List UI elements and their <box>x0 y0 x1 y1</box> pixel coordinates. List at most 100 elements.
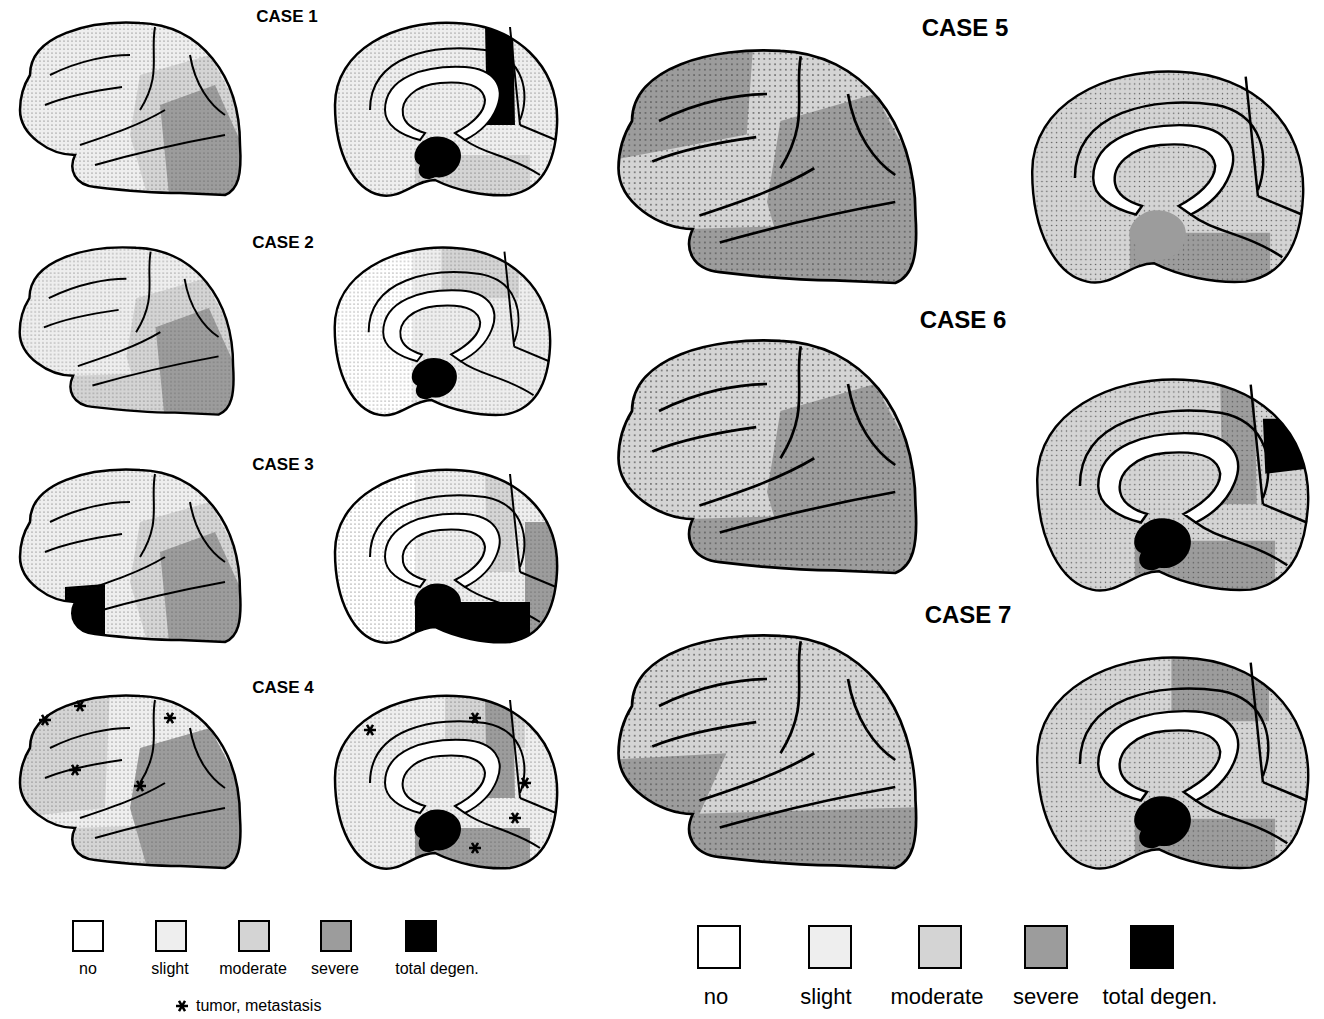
brain-drawing-part <box>619 50 917 283</box>
brain-drawing-part <box>335 688 557 878</box>
brain-drawing-part <box>20 23 240 195</box>
brain-drawing-part <box>10 688 242 878</box>
brain-drawing-part <box>469 713 481 723</box>
legend-text: severe <box>311 960 359 978</box>
brain-drawing-part <box>1134 796 1191 848</box>
brain-drawing-part <box>335 696 557 869</box>
brain-drawing-part <box>415 137 461 179</box>
brain-drawing-part <box>385 67 500 140</box>
brain-drawing-part <box>1075 77 1302 258</box>
brain-drawing-part <box>1134 518 1191 570</box>
brain-drawing-part <box>619 340 917 573</box>
brain-drawing-part <box>65 584 105 652</box>
case-label: CASE 2 <box>252 234 313 253</box>
brain-drawing-part <box>20 247 234 414</box>
brain-drawing-part <box>1032 72 1303 283</box>
brain-drawing-part <box>385 514 500 587</box>
brain-drawing-part <box>20 696 240 868</box>
brain-drawing-part <box>1129 210 1186 262</box>
medial-view <box>325 462 565 652</box>
brain-drawing-part <box>335 470 557 643</box>
brain-drawing-part <box>1098 711 1238 800</box>
brain-drawing-part <box>20 696 240 868</box>
brain-drawing-part <box>370 27 556 175</box>
brain-drawing-part <box>164 713 176 723</box>
brain-drawing-part <box>335 696 557 869</box>
brain-drawing-part <box>1037 380 1318 602</box>
tumor-symbol <box>176 1001 188 1011</box>
legend-text: tumor, metastasis <box>196 997 321 1015</box>
brain-drawing-part <box>45 474 225 612</box>
brain-drawing-part <box>619 340 919 586</box>
medial-view <box>335 688 557 878</box>
lateral-view <box>605 635 918 881</box>
legend-swatch <box>1024 925 1068 969</box>
case-label: CASE 1 <box>256 8 317 27</box>
brain-drawing-part <box>134 781 146 791</box>
brain-drawing-part <box>325 240 550 424</box>
case-label: CASE 5 <box>922 15 1009 41</box>
legend-swatch <box>72 920 104 952</box>
case-label: CASE 3 <box>252 456 313 475</box>
legend-text: moderate <box>891 985 984 1009</box>
lateral-view <box>605 40 918 297</box>
brain-drawing-part <box>1032 72 1303 283</box>
brain-drawing-part <box>74 701 86 711</box>
medial-view <box>1032 72 1303 294</box>
brain-drawing-part <box>335 23 557 196</box>
brain-drawing-part <box>1080 663 1307 844</box>
legend-text: slight <box>151 960 188 978</box>
brain-drawing-part <box>20 23 240 195</box>
medial-view <box>335 23 557 205</box>
brain-drawing-part <box>69 765 81 775</box>
brain-drawing-part <box>325 462 565 652</box>
brain-drawing-part <box>519 778 531 788</box>
brain-drawing-part <box>1037 658 1308 869</box>
brain-drawing-part <box>619 340 917 573</box>
legend-text: moderate <box>219 960 287 978</box>
brain-drawing-part <box>1098 433 1238 522</box>
legend-text: no <box>704 985 728 1009</box>
brain-drawing-part <box>652 56 895 242</box>
brain-drawing-part <box>1263 419 1318 474</box>
brain-drawing-part <box>1037 380 1308 591</box>
brain-drawing-part <box>619 635 917 868</box>
brain-drawing-part <box>20 23 240 195</box>
brain-drawing-part <box>1037 658 1308 869</box>
brain-drawing-part <box>20 23 242 205</box>
brain-drawing-part <box>39 715 51 725</box>
brain-drawing-part <box>1037 648 1308 880</box>
brain-drawing-part <box>509 813 521 823</box>
medial-view <box>1037 380 1318 602</box>
brain-drawing-part <box>619 635 917 868</box>
medial-view <box>1037 648 1308 880</box>
legend-text: total degen. <box>395 960 479 978</box>
brain-drawing-part <box>605 40 918 297</box>
brain-drawing-part <box>412 358 457 399</box>
legend-swatch <box>808 925 852 969</box>
brain-drawing-part <box>385 740 500 813</box>
brain-drawing-part <box>415 810 461 852</box>
brain-drawing-part <box>415 584 461 626</box>
brain-drawing-part <box>45 27 225 165</box>
lateral-view <box>619 340 919 586</box>
legend-text: severe <box>1013 985 1079 1009</box>
legend-swatch <box>918 925 962 969</box>
case-label: CASE 4 <box>252 679 313 698</box>
brain-drawing-part <box>364 725 376 735</box>
case-label: CASE 6 <box>920 307 1007 333</box>
legend-swatch <box>405 920 437 952</box>
case-label: CASE 7 <box>925 602 1012 628</box>
brain-drawing-part <box>469 843 481 853</box>
brain-drawing-part <box>335 248 550 416</box>
brain-drawing-part <box>619 50 917 283</box>
brain-drawing-part <box>20 247 234 414</box>
brain-drawing-part <box>335 23 557 205</box>
legend-swatch <box>155 920 187 952</box>
brain-drawing-part <box>1037 658 1308 869</box>
brain-drawing-part <box>20 696 240 868</box>
brain-drawing-part <box>370 700 556 848</box>
brain-drawing-part <box>1093 125 1233 214</box>
brain-drawing-part <box>1032 72 1303 294</box>
